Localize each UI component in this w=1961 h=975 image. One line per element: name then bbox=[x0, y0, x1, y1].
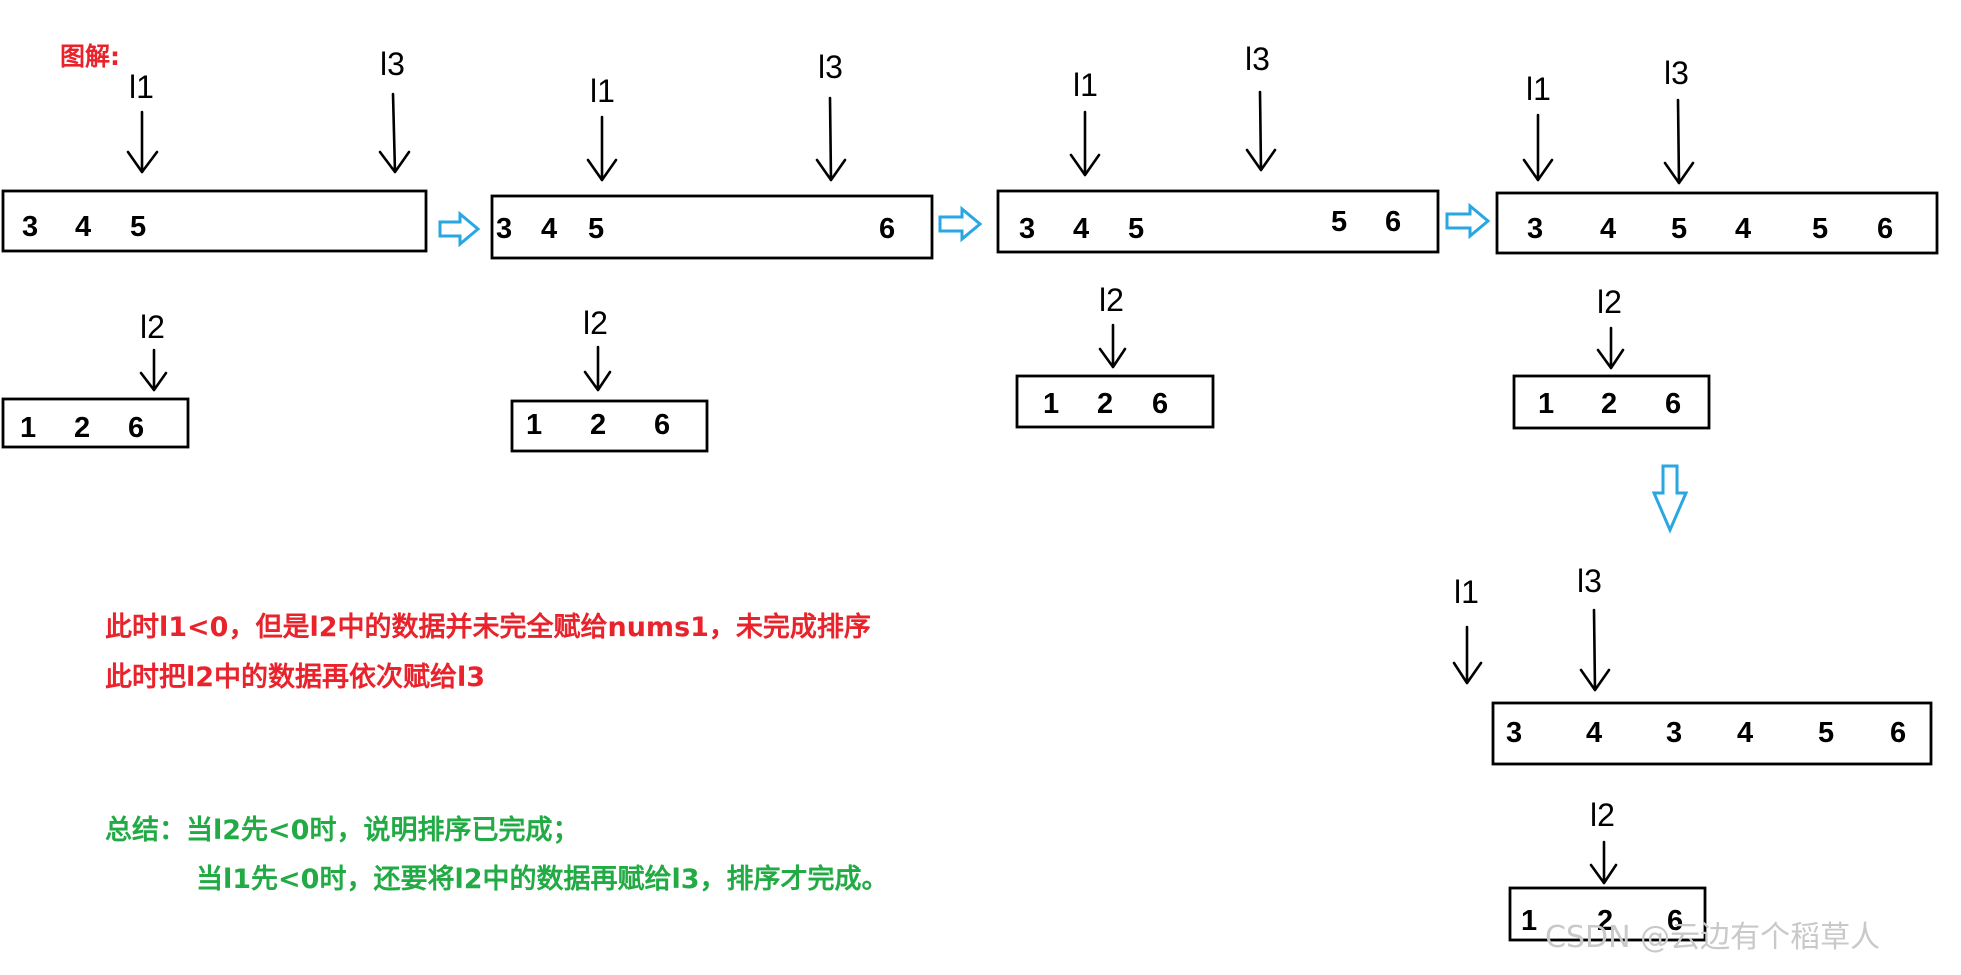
nums2-array-box bbox=[1, 397, 190, 449]
pointer-label-l2: l2 bbox=[140, 309, 165, 345]
pointer-label-l2: l2 bbox=[583, 305, 608, 341]
array-value: 4 bbox=[1073, 213, 1089, 245]
array-value: 6 bbox=[1667, 905, 1683, 937]
step-2: l1 l3 3 4 5 6 l2 1 2 6 bbox=[490, 49, 934, 453]
pointer-label-l3: l3 bbox=[380, 46, 405, 82]
array-value: 5 bbox=[588, 213, 604, 245]
array-value: 3 bbox=[1527, 213, 1543, 245]
array-value: 1 bbox=[526, 409, 542, 441]
pointer-label-l2: l2 bbox=[1590, 797, 1615, 833]
diagram-header: 图解: bbox=[60, 42, 120, 71]
array-value: 4 bbox=[1735, 213, 1751, 245]
pointer-arrow-l2 bbox=[1098, 323, 1127, 369]
flow-arrow-right bbox=[1445, 202, 1491, 240]
array-value: 5 bbox=[1128, 213, 1144, 245]
nums1-array-box bbox=[1491, 701, 1933, 766]
pointer-arrow-l2 bbox=[139, 348, 168, 392]
pointer-label-l1: l1 bbox=[129, 69, 154, 105]
pointer-arrow-l2 bbox=[583, 345, 612, 392]
array-value: 1 bbox=[1538, 388, 1554, 420]
pointer-arrow-l3 bbox=[1579, 608, 1611, 692]
pointer-label-l1: l1 bbox=[1454, 574, 1479, 610]
array-value: 6 bbox=[654, 409, 670, 441]
pointer-arrow-l3 bbox=[1245, 90, 1277, 172]
array-value: 6 bbox=[1665, 388, 1681, 420]
array-value: 2 bbox=[74, 412, 90, 444]
array-value: 5 bbox=[1818, 717, 1834, 749]
array-value: 6 bbox=[128, 412, 144, 444]
array-value: 6 bbox=[1385, 206, 1401, 238]
nums2-array-box bbox=[1015, 374, 1215, 429]
pointer-arrow-l3 bbox=[1663, 98, 1695, 185]
array-value: 1 bbox=[1521, 905, 1537, 937]
pointer-arrow-l2 bbox=[1589, 840, 1618, 885]
array-value: 5 bbox=[1812, 213, 1828, 245]
nums2-array-box bbox=[1512, 374, 1711, 430]
flow-arrow-right bbox=[938, 205, 983, 243]
array-value: 5 bbox=[1671, 213, 1687, 245]
array-value: 4 bbox=[1737, 717, 1753, 749]
note-line-2: 此时把l2中的数据再依次赋给l3 bbox=[105, 662, 486, 693]
nums1-array-box bbox=[1495, 191, 1939, 255]
pointer-arrow-l2 bbox=[1596, 326, 1625, 370]
array-value: 2 bbox=[1097, 388, 1113, 420]
array-value: 6 bbox=[1152, 388, 1168, 420]
nums1-array-box bbox=[490, 194, 934, 260]
array-value: 6 bbox=[1890, 717, 1906, 749]
note-line-1: 此时l1<0，但是l2中的数据并未完全赋给nums1，未完成排序 bbox=[105, 612, 871, 643]
nums2-array-box bbox=[1508, 886, 1707, 942]
pointer-arrow-l3 bbox=[815, 96, 847, 182]
array-value: 4 bbox=[541, 213, 557, 245]
array-value: 4 bbox=[1600, 213, 1616, 245]
pointer-arrow-l1 bbox=[1069, 110, 1101, 177]
array-value: 1 bbox=[20, 412, 36, 444]
pointer-label-l3: l3 bbox=[818, 49, 843, 85]
pointer-arrow-l1 bbox=[1522, 113, 1554, 182]
nums1-array-box bbox=[996, 189, 1440, 254]
pointer-arrow-l1 bbox=[126, 110, 159, 174]
pointer-label-l1: l1 bbox=[1073, 67, 1098, 103]
array-value: 3 bbox=[496, 213, 512, 245]
array-value: 2 bbox=[1601, 388, 1617, 420]
array-value: 4 bbox=[75, 211, 91, 243]
array-value: 2 bbox=[590, 409, 606, 441]
pointer-arrow-l3 bbox=[378, 92, 411, 174]
step-1: l1 l3 3 4 5 l2 1 2 6 bbox=[1, 46, 428, 449]
pointer-label-l1: l1 bbox=[590, 73, 615, 109]
array-value: 5 bbox=[1331, 206, 1347, 238]
array-value: 6 bbox=[1877, 213, 1893, 245]
pointer-arrow-l1 bbox=[586, 115, 618, 182]
step-3: l1 l3 3 4 5 5 6 l2 1 2 6 bbox=[996, 41, 1440, 429]
array-value: 5 bbox=[130, 211, 146, 243]
array-value: 3 bbox=[1666, 717, 1682, 749]
pointer-label-l2: l2 bbox=[1597, 284, 1622, 320]
array-value: 2 bbox=[1597, 905, 1613, 937]
step-4: l1 l3 3 4 5 4 5 6 l2 1 2 6 bbox=[1495, 55, 1939, 430]
pointer-label-l3: l3 bbox=[1577, 563, 1602, 599]
array-value: 6 bbox=[879, 213, 895, 245]
summary-line-2: 当l1先<0时，还要将l2中的数据再赋给l3，排序才完成。 bbox=[196, 864, 889, 895]
flow-arrow-right bbox=[438, 210, 481, 248]
step-5: l1 l3 3 4 3 4 5 6 l2 1 2 6 bbox=[1452, 563, 1933, 942]
nums2-array-box bbox=[510, 399, 709, 453]
summary-line-1: 总结：当l2先<0时，说明排序已完成； bbox=[105, 815, 580, 846]
pointer-label-l2: l2 bbox=[1099, 282, 1124, 318]
nums1-array-box bbox=[1, 189, 428, 253]
array-value: 3 bbox=[1506, 717, 1522, 749]
array-value: 3 bbox=[22, 211, 38, 243]
watermark: CSDN @云边有个稻草人 bbox=[1545, 920, 1881, 955]
array-value: 4 bbox=[1586, 717, 1602, 749]
array-value: 3 bbox=[1019, 213, 1035, 245]
pointer-label-l1: l1 bbox=[1526, 71, 1551, 107]
pointer-arrow-l1 bbox=[1452, 625, 1483, 685]
pointer-label-l3: l3 bbox=[1245, 41, 1270, 77]
pointer-label-l3: l3 bbox=[1664, 55, 1689, 91]
flow-arrow-down bbox=[1651, 464, 1689, 534]
array-value: 1 bbox=[1043, 388, 1059, 420]
